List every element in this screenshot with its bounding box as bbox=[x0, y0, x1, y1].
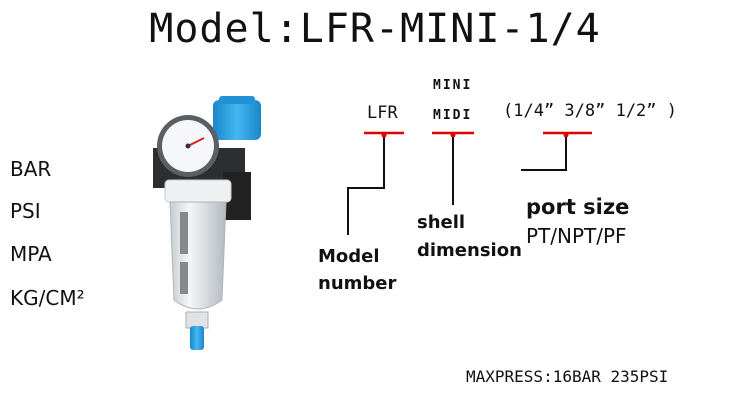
unit-kgcm2: KG/CM² bbox=[10, 286, 85, 310]
label-dimension: dimension bbox=[417, 240, 522, 261]
model-leader bbox=[347, 137, 385, 235]
label-number: number bbox=[318, 273, 397, 294]
code-shell-mini: MINI bbox=[433, 78, 473, 93]
code-sizes: (1/4” 3/8” 1/2” ) bbox=[503, 101, 677, 121]
unit-psi: PSI bbox=[10, 199, 41, 223]
page-title: Model:LFR-MINI-1/4 bbox=[149, 6, 601, 52]
unit-bar: BAR bbox=[10, 157, 52, 181]
drain-valve bbox=[190, 326, 204, 350]
label-shell: shell bbox=[417, 212, 466, 233]
filter-regulator-image bbox=[153, 96, 261, 350]
size-leader bbox=[521, 137, 567, 171]
filter-bowl bbox=[169, 201, 227, 310]
label-port-types: PT/NPT/PF bbox=[526, 224, 627, 248]
adjust-knob bbox=[213, 100, 261, 140]
unit-mpa: MPA bbox=[10, 242, 52, 266]
max-pressure: MAXPRESS:16BAR 235PSI bbox=[466, 367, 669, 386]
code-model: LFR bbox=[367, 103, 398, 123]
label-model: Model bbox=[318, 246, 380, 267]
label-port-size: port size bbox=[526, 195, 630, 219]
code-shell-midi: MIDI bbox=[433, 108, 473, 123]
